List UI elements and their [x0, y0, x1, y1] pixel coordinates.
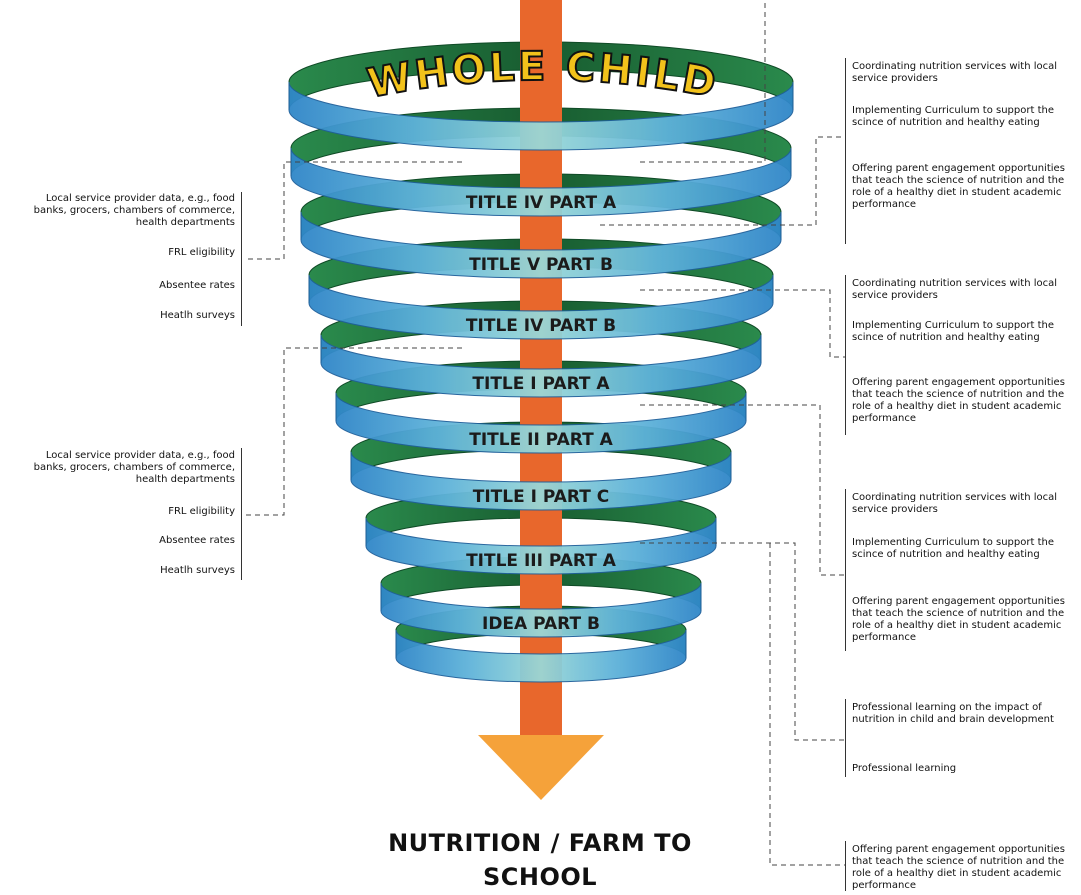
- right-note-bracket-3: [845, 489, 846, 651]
- ribbon-front-8: [365, 517, 717, 575]
- connector-line-6: [640, 404, 846, 576]
- left-note-absentee-1: Absentee rates: [159, 280, 235, 291]
- right-note-bracket-1: [845, 58, 846, 244]
- ribbon-front-6: [335, 392, 747, 454]
- ribbon-front-10: [395, 629, 687, 683]
- funding-source-label: TITLE V PART B: [469, 255, 613, 275]
- ribbon-front-layer: [288, 81, 794, 683]
- funding-source-label: TITLE I PART A: [472, 374, 610, 394]
- right-note-curriculum-1: Implementing Curriculum to support the s…: [852, 105, 1054, 128]
- left-note-provider-data-2: Local service provider data, e.g., food …: [33, 450, 235, 485]
- right-note-coordinating-3: Coordinating nutrition services with loc…: [852, 492, 1058, 515]
- left-note-frl-2: FRL eligibility: [168, 506, 235, 517]
- arrow-head: [478, 735, 604, 800]
- ribbon-label-layer: TITLE IV PART A TITLE V PART B TITLE IV PA…: [466, 193, 617, 634]
- ribbon-front-4: [308, 274, 774, 340]
- left-note-frl-1: FRL eligibility: [168, 247, 235, 258]
- funding-source-label: TITLE II PART A: [469, 430, 613, 450]
- connector-line-7: [640, 542, 846, 741]
- right-note-curriculum-2: Implementing Curriculum to support the s…: [852, 320, 1054, 343]
- ribbon-front-3: [300, 211, 782, 279]
- connector-line-4: [600, 136, 846, 226]
- left-note-provider-data-1: Local service provider data, e.g., food …: [33, 193, 235, 228]
- left-note-surveys-1: Heatlh surveys: [160, 310, 235, 321]
- funding-source-label: TITLE I PART C: [473, 487, 610, 507]
- left-note-absentee-2: Absentee rates: [159, 535, 235, 546]
- right-note-parent-5: Offering parent engagement opportunities…: [852, 844, 1065, 891]
- ribbon-front-5: [320, 334, 762, 398]
- connector-layer: [246, 0, 846, 866]
- right-note-coordinating-1: Coordinating nutrition services with loc…: [852, 61, 1058, 84]
- right-note-parent-1: Offering parent engagement opportunities…: [852, 163, 1065, 210]
- right-note-parent-2: Offering parent engagement opportunities…: [852, 377, 1065, 424]
- funding-source-label: TITLE IV PART A: [466, 193, 617, 213]
- connector-line-5: [640, 289, 846, 358]
- connector-line-1: [246, 161, 462, 260]
- left-note-bracket-1: [241, 192, 242, 326]
- ribbon-front-7: [350, 451, 732, 511]
- right-note-bracket-4: [845, 699, 846, 777]
- left-note-surveys-2: Heatlh surveys: [160, 565, 235, 576]
- ribbon-front-1: [288, 81, 794, 151]
- ribbon-front-9: [380, 582, 702, 638]
- right-note-curriculum-3: Implementing Curriculum to support the s…: [852, 537, 1054, 560]
- funding-source-label: TITLE IV PART B: [466, 316, 616, 336]
- connector-line-8: [769, 543, 846, 866]
- left-note-bracket-2: [241, 448, 242, 580]
- right-note-coordinating-2: Coordinating nutrition services with loc…: [852, 278, 1058, 301]
- right-note-professional: Professional learning: [852, 763, 957, 774]
- right-note-parent-3: Offering parent engagement opportunities…: [852, 596, 1065, 643]
- ribbon-front-2: [290, 147, 792, 217]
- funding-source-label: TITLE III PART A: [466, 551, 617, 571]
- right-note-professional-impact: Professional learning on the impact of n…: [852, 702, 1054, 725]
- connector-line-2: [246, 347, 462, 516]
- bottom-label: NUTRITION / FARM TO SCHOOL: [388, 829, 692, 891]
- funding-source-label: IDEA PART B: [482, 614, 600, 634]
- right-note-bracket-5: [845, 841, 846, 891]
- right-note-bracket-2: [845, 275, 846, 435]
